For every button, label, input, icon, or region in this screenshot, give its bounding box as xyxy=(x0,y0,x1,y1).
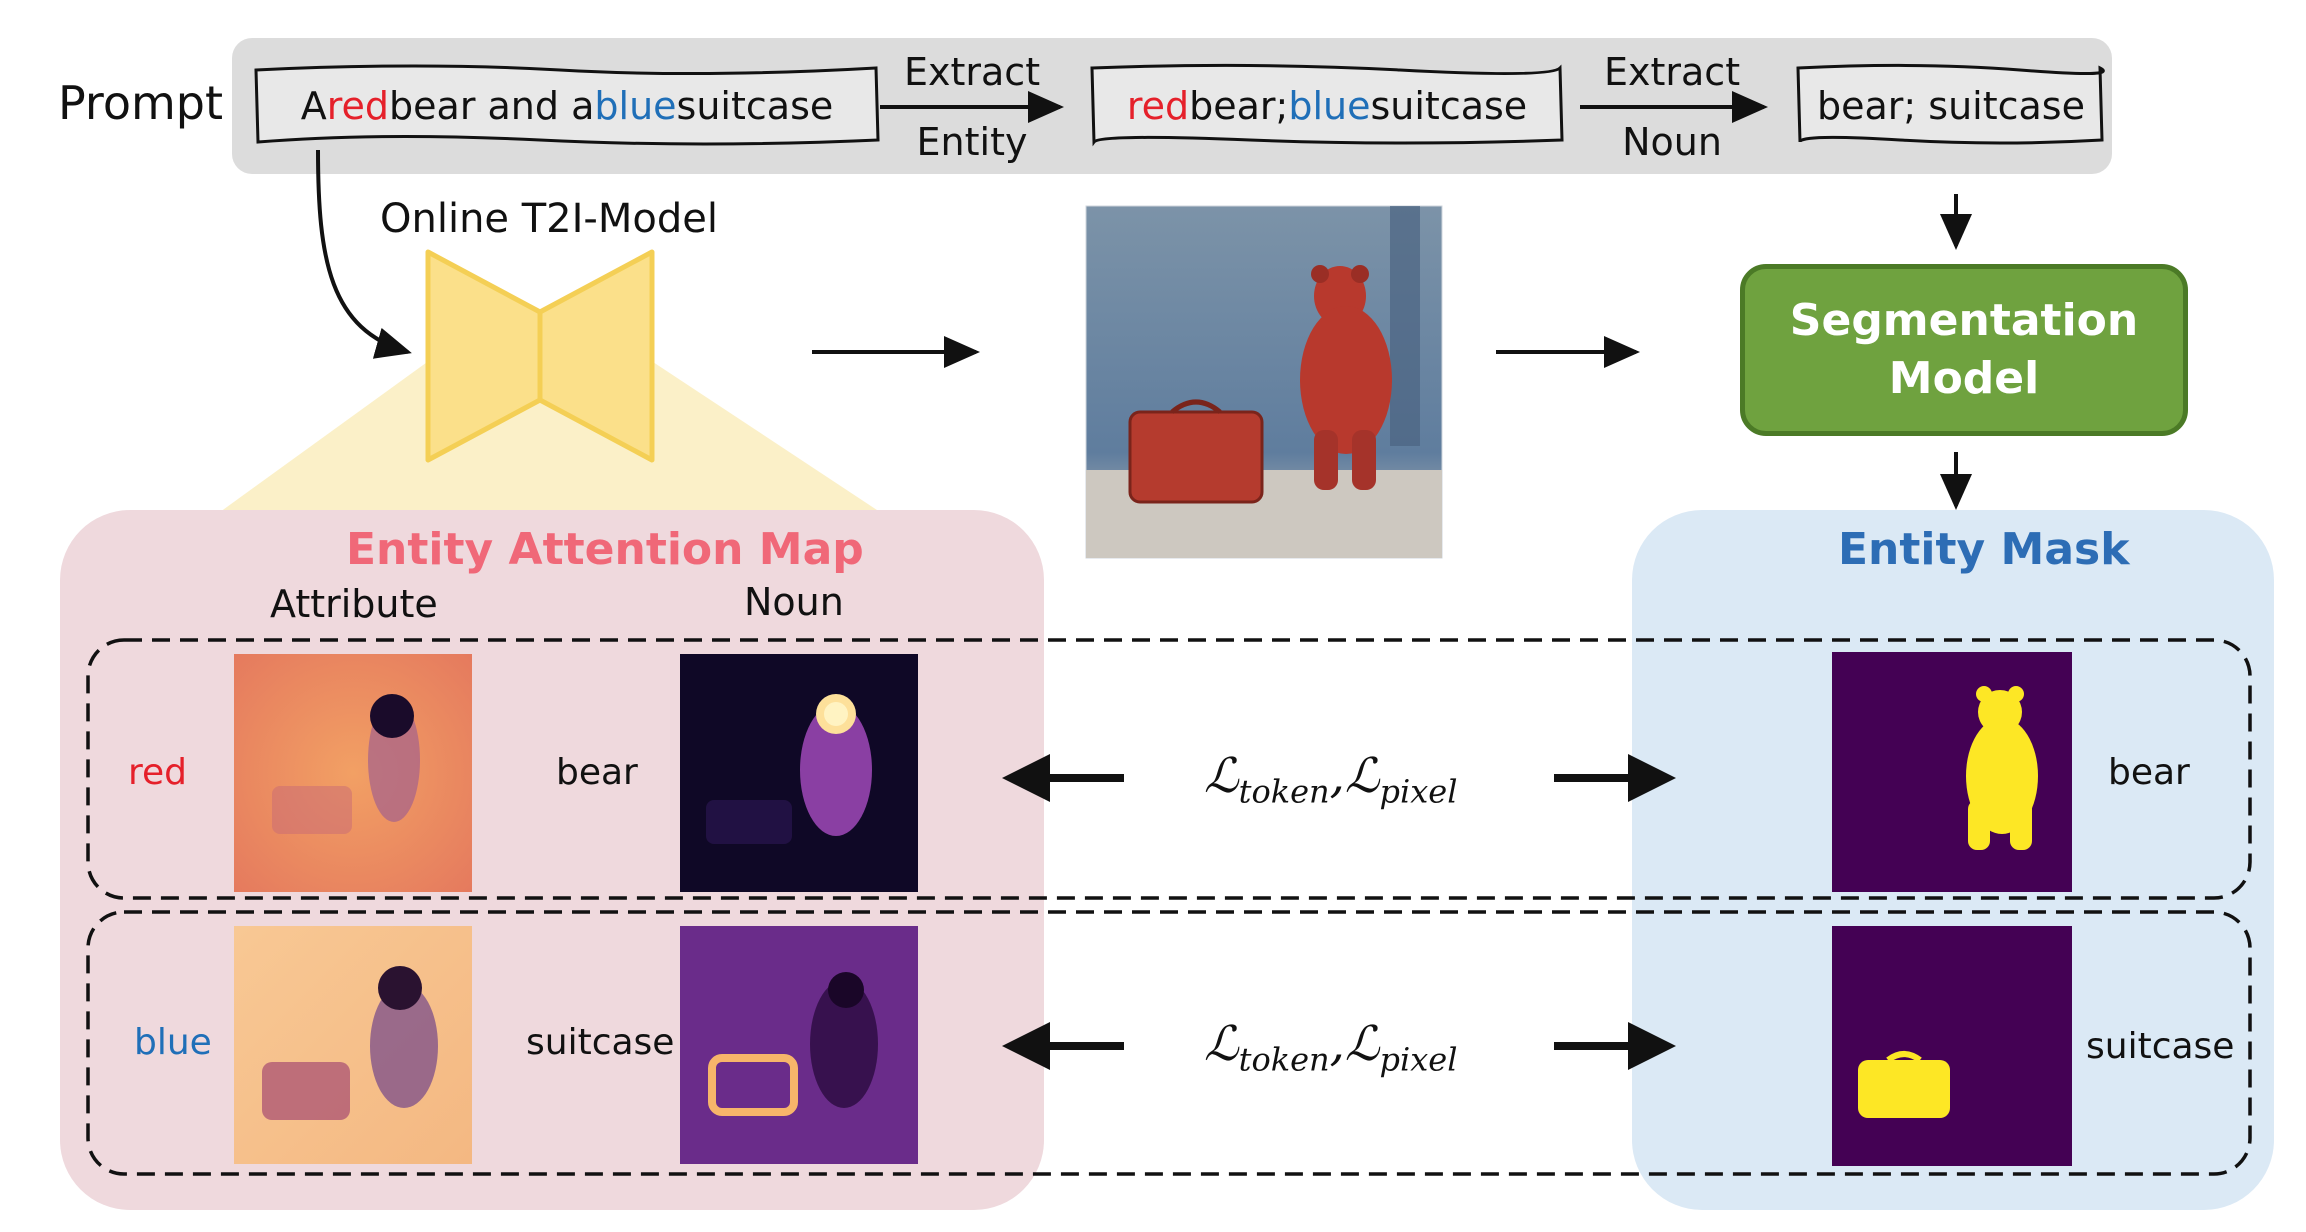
column-attribute: Attribute xyxy=(270,582,438,626)
row-attribute-blue: blue xyxy=(134,1022,212,1063)
segmentation-line2: Model xyxy=(1888,353,2040,404)
column-noun: Noun xyxy=(744,580,844,624)
entities-text: red bear; blue suitcase xyxy=(1096,78,1558,134)
entity-word: suitcase xyxy=(1370,84,1528,128)
mask-label-bear: bear xyxy=(2108,752,2190,793)
prompt-label: Prompt xyxy=(58,76,224,130)
extract-noun-bottom: Noun xyxy=(1622,120,1722,164)
attention-panel-title: Entity Attention Map xyxy=(346,524,864,575)
generated-image xyxy=(1085,205,1443,559)
extract-noun-top: Extract xyxy=(1604,50,1741,94)
prompt-word: A xyxy=(300,84,327,128)
mask-panel-title: Entity Mask xyxy=(1838,524,2130,575)
loss-label-suitcase: ℒtoken,ℒpixel xyxy=(1204,1016,1458,1079)
nouns-box xyxy=(1796,63,2105,145)
t2i-model-label: Online T2I-Model xyxy=(380,196,718,242)
prompt-sentence-box xyxy=(254,64,880,146)
row-noun-suitcase: suitcase xyxy=(526,1022,675,1063)
row-attribute-red: red xyxy=(128,752,188,793)
nouns-text: bear; suitcase xyxy=(1817,84,2085,128)
entities-box xyxy=(1090,63,1564,147)
prompt-to-model-arrow xyxy=(316,149,412,359)
attention-map-bear xyxy=(680,654,918,892)
row-box-bear xyxy=(86,638,2252,900)
entity-mask-bear xyxy=(1832,652,2072,892)
entity-word: bear; xyxy=(1189,84,1289,128)
model-projection xyxy=(220,360,880,512)
prompt-word: bear and a xyxy=(389,84,595,128)
prompt-attribute-red: red xyxy=(326,84,390,128)
prompt-word: suitcase xyxy=(676,84,834,128)
row-box-suitcase xyxy=(86,910,2252,1176)
mask-label-suitcase: suitcase xyxy=(2086,1026,2235,1067)
prompt-attribute-blue: blue xyxy=(594,84,677,128)
attention-map-red xyxy=(234,654,472,892)
attention-map-suitcase xyxy=(680,926,918,1164)
row-noun-bear: bear xyxy=(556,752,638,793)
entity-attribute-blue: blue xyxy=(1288,84,1371,128)
extract-entity-bottom: Entity xyxy=(916,120,1028,164)
segmentation-model: Segmentation Model xyxy=(1740,264,2188,436)
loss-label-bear: ℒtoken,ℒpixel xyxy=(1204,748,1458,811)
entity-attribute-red: red xyxy=(1126,84,1190,128)
attention-map-blue xyxy=(234,926,472,1164)
prompt-sentence: A red bear and a blue suitcase xyxy=(262,78,872,134)
extract-entity-top: Extract xyxy=(904,50,1041,94)
entity-mask-suitcase xyxy=(1832,926,2072,1166)
segmentation-line1: Segmentation xyxy=(1789,295,2139,346)
